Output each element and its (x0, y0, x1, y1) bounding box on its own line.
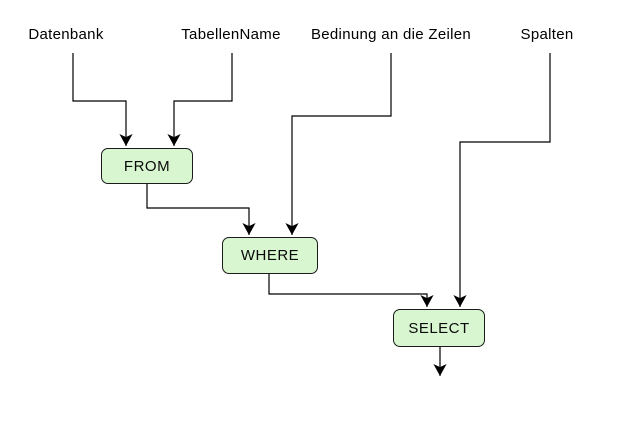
node-select: SELECT (393, 309, 485, 347)
edge-tabellenname-to-from (167, 53, 233, 146)
edge-datenbank-to-from (72, 53, 133, 146)
edge-bedinung-to-where (285, 53, 392, 235)
node-where: WHERE (222, 237, 318, 274)
input-label-bedinung-an-die-zeilen: Bedinung an die Zeilen (310, 26, 472, 43)
input-label-tabellenname: TabellenName (181, 26, 281, 43)
edge-where-to-select (268, 274, 434, 307)
edge-from-to-where (146, 184, 256, 235)
input-label-spalten: Spalten (520, 26, 574, 43)
edge-spalten-to-select (453, 53, 551, 307)
input-label-datenbank: Datenbank (28, 26, 104, 43)
node-from: FROM (101, 148, 193, 184)
